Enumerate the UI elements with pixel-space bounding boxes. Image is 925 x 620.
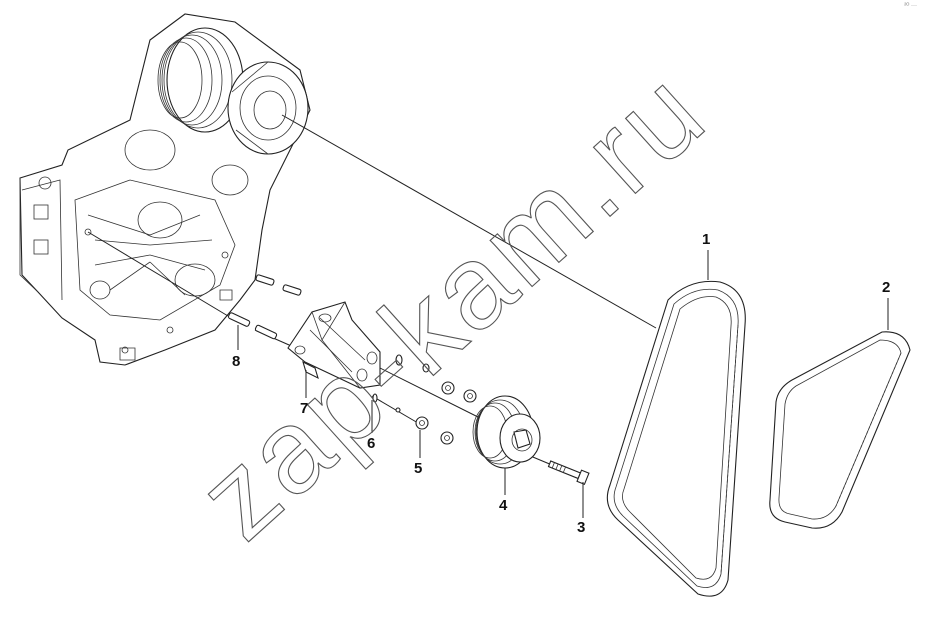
- stud-bolts: [227, 274, 302, 340]
- nuts: [415, 381, 477, 445]
- drive-belt-small: [769, 331, 911, 529]
- part-label-4: 4: [499, 497, 508, 514]
- part-label-2: 2: [882, 279, 891, 296]
- crankshaft-pulley: [157, 27, 309, 155]
- label-leaders: [237, 250, 889, 518]
- part-label-5: 5: [414, 460, 423, 477]
- corner-mark: ²ᴼ ···: [904, 3, 917, 9]
- idler-pulley: [472, 395, 541, 469]
- part-label-8: 8: [232, 353, 241, 370]
- part-label-3: 3: [577, 519, 586, 536]
- tensioner-bracket: [287, 301, 381, 389]
- drive-belt-large: [606, 280, 746, 597]
- part-label-1: 1: [702, 231, 711, 248]
- pulley-bolt: [547, 460, 590, 486]
- dowel-pins: [372, 354, 430, 413]
- part-label-7: 7: [300, 400, 309, 417]
- part-label-6: 6: [367, 435, 376, 452]
